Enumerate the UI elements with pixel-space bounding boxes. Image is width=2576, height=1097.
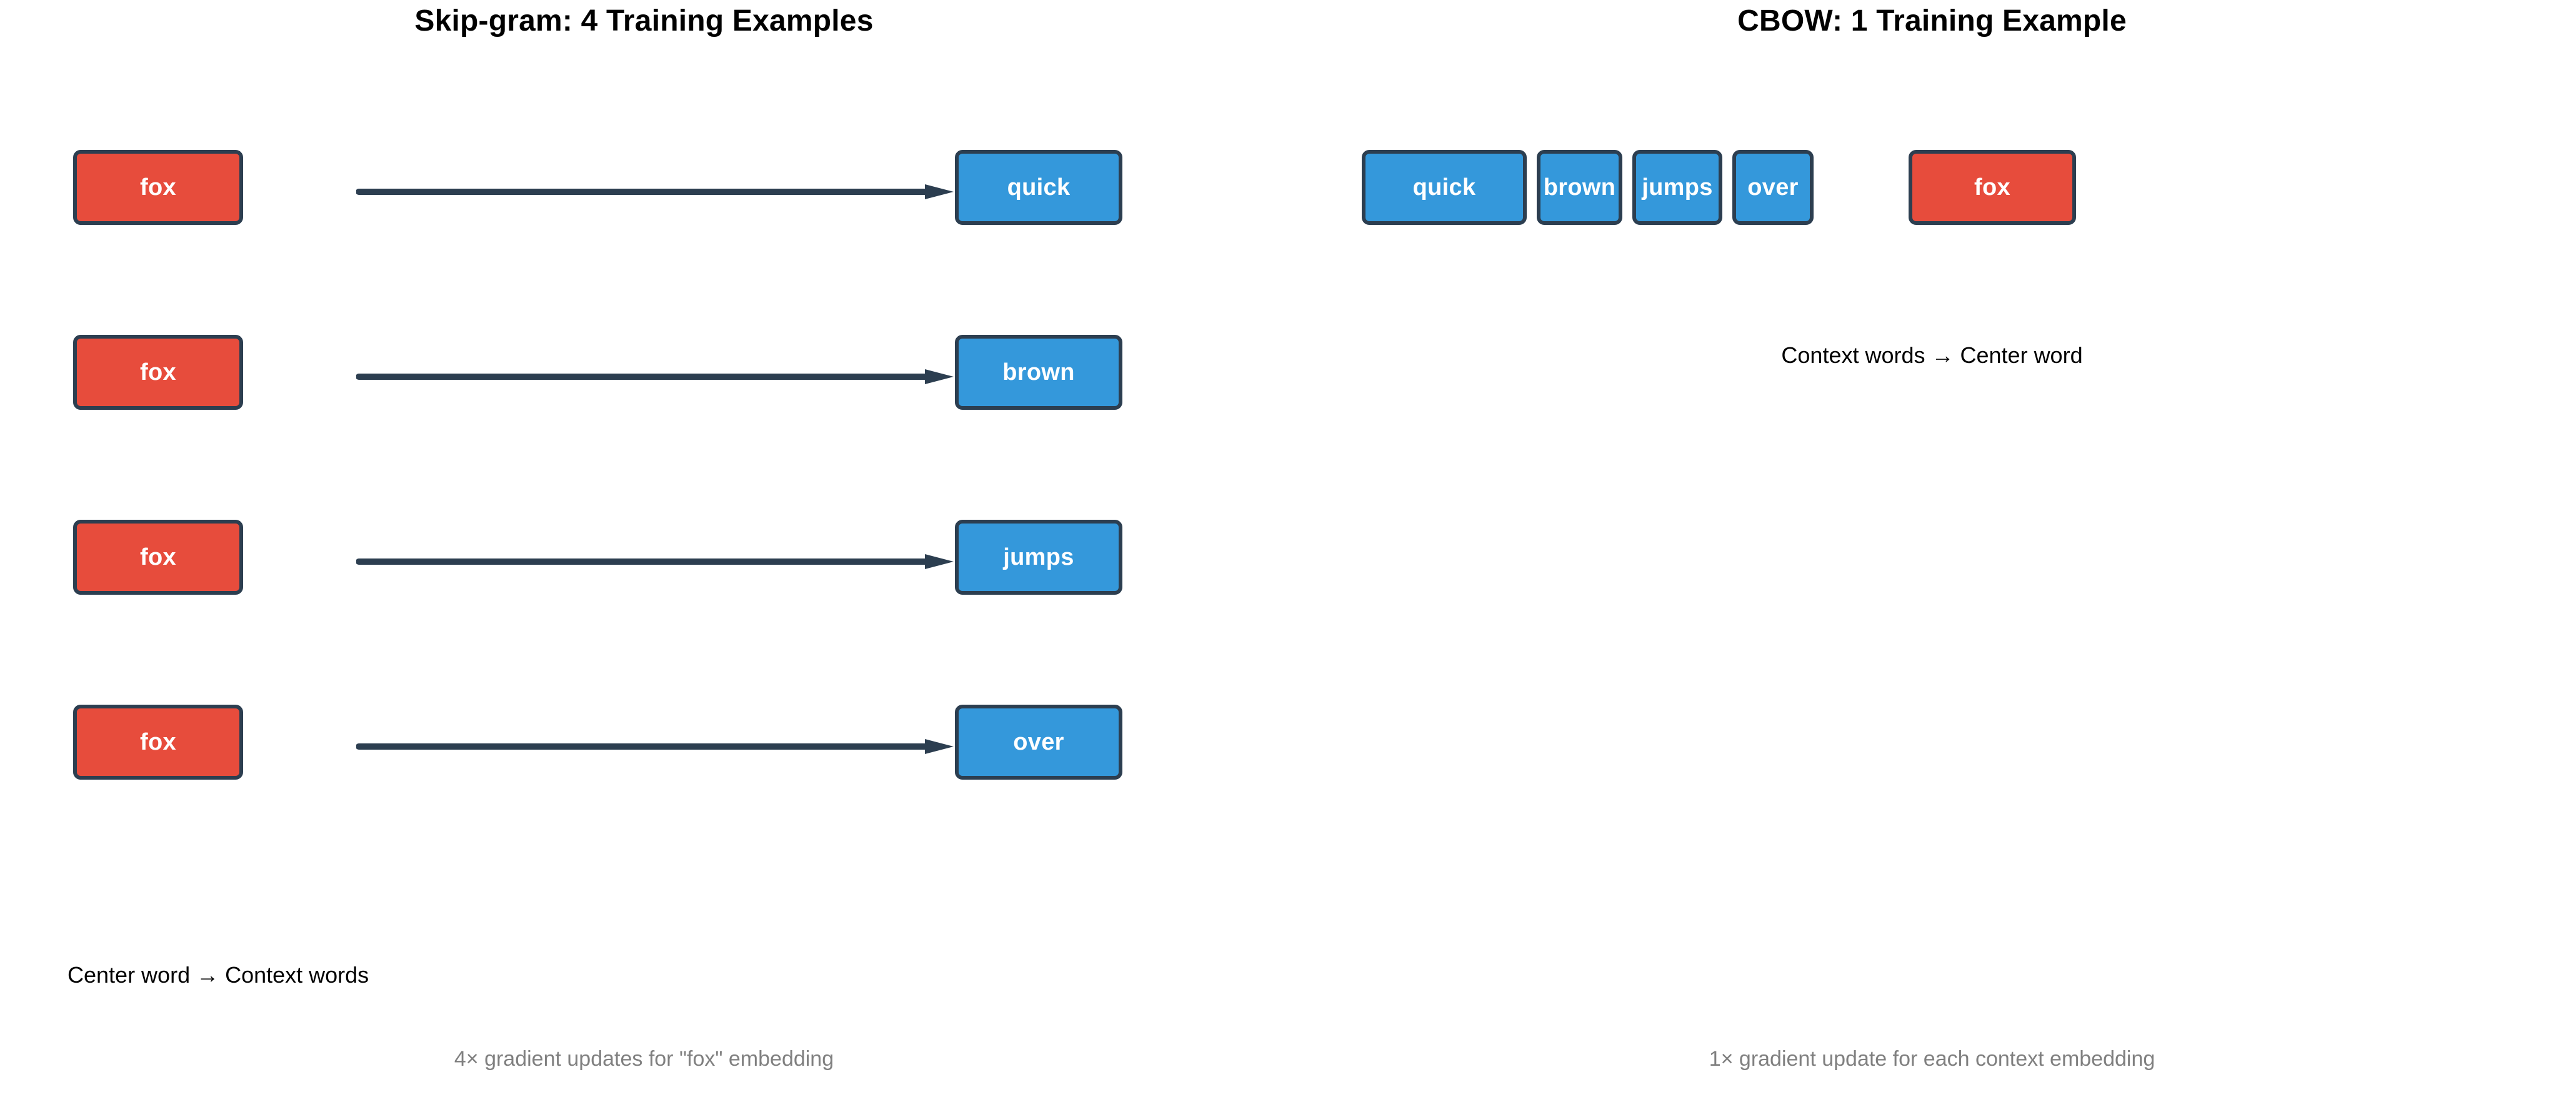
skipgram-caption: 4× gradient updates for "fox" embedding [454,1047,834,1071]
cbow-context-word-box[interactable]: quick [1362,150,1527,225]
cbow-context-word-box[interactable]: over [1732,150,1814,225]
arrow-right-icon [356,739,954,754]
skipgram-context-word-box[interactable]: jumps [955,520,1122,595]
cbow-context-word-box[interactable]: brown [1537,150,1622,225]
arrow-right-icon [356,184,954,199]
skipgram-context-word-label: quick [1007,174,1071,201]
cbow-context-word-label: quick [1412,174,1476,201]
cbow-panel: CBOW: 1 Training Example quick brown jum… [1288,0,2576,1097]
skipgram-center-word-box[interactable]: fox [73,705,243,780]
skipgram-context-word-box[interactable]: brown [955,335,1122,410]
skipgram-title: Skip-gram: 4 Training Examples [414,4,874,37]
skipgram-center-word-box[interactable]: fox [73,150,243,225]
skipgram-flow-label: Center word → Context words [67,962,369,988]
cbow-context-word-label: jumps [1642,174,1713,201]
skipgram-center-word-label: fox [140,174,176,201]
skipgram-context-word-label: brown [1002,359,1075,385]
skipgram-center-word-box[interactable]: fox [73,520,243,595]
cbow-context-word-label: over [1747,174,1799,201]
skipgram-center-word-label: fox [140,544,176,570]
cbow-flow-label: Context words → Center word [1781,342,2083,368]
arrow-right-icon [356,554,954,569]
cbow-center-word-label: fox [1974,174,2010,201]
arrow-right-icon [356,369,954,384]
skipgram-center-word-label: fox [140,359,176,385]
skipgram-center-word-label: fox [140,728,176,755]
cbow-context-word-box[interactable]: jumps [1632,150,1722,225]
skipgram-context-word-label: jumps [1003,544,1074,570]
cbow-caption: 1× gradient update for each context embe… [1709,1047,2155,1071]
cbow-context-word-label: brown [1543,174,1616,201]
skipgram-context-word-box[interactable]: quick [955,150,1122,225]
skipgram-context-word-box[interactable]: over [955,705,1122,780]
skipgram-context-word-label: over [1013,728,1064,755]
skipgram-panel: Skip-gram: 4 Training Examples fox quick… [67,4,1122,1071]
cbow-title: CBOW: 1 Training Example [1737,4,2127,37]
skipgram-center-word-box[interactable]: fox [73,335,243,410]
cbow-center-word-box[interactable]: fox [1909,150,2076,225]
